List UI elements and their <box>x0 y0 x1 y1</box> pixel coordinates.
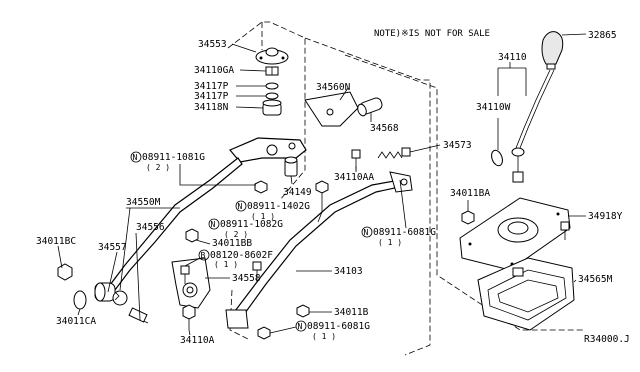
bolt-part-558 <box>252 261 262 282</box>
bushing-part <box>262 99 282 116</box>
label-08911-1081G: 08911-1081G <box>142 152 205 163</box>
n-symbol-1402g: N <box>238 202 243 211</box>
washer-part-ca <box>73 290 87 310</box>
label-34565M: 34565M <box>578 274 613 285</box>
nut-part-ba <box>461 210 475 225</box>
bush-part <box>357 97 383 117</box>
label-34117P-b: 34117P <box>194 91 229 102</box>
collar-part <box>284 156 298 177</box>
label-34011CA: 34011CA <box>56 316 96 327</box>
ring-part-a <box>265 82 279 90</box>
n-circle-6081g-b <box>295 320 307 332</box>
n-circle-1081g <box>130 151 142 163</box>
label-34011BC: 34011BC <box>36 236 76 247</box>
spring-part <box>377 147 411 159</box>
boot-plate-part <box>459 197 571 271</box>
note-text: NOTE)※IS NOT FOR SALE <box>374 29 490 39</box>
b-symbol-8602f: B <box>201 251 206 260</box>
label-08911-1082G: 08911-1082G <box>220 219 283 230</box>
label-34573: 34573 <box>443 140 472 151</box>
nut-part-1082g <box>315 180 329 194</box>
n-circle-6081g-a <box>361 226 373 238</box>
bolt-part-918y <box>560 221 570 240</box>
shift-knob-part <box>541 31 564 70</box>
parts <box>57 31 575 340</box>
bolt-part-110a <box>182 304 196 330</box>
nut-part <box>265 66 279 76</box>
label-34110GA: 34110GA <box>194 65 234 76</box>
label-34117P-a: 34117P <box>194 81 229 92</box>
lower-boot-part <box>477 257 575 331</box>
label-08911-6081G-a-qty: ( 1 ) <box>378 238 402 247</box>
label-32865: 32865 <box>588 30 617 41</box>
label-08911-1081G-qty: ( 2 ) <box>146 163 170 172</box>
n-symbol-6081g-a: N <box>364 228 369 237</box>
nut-part-011b <box>296 304 310 318</box>
bolt-part-bb <box>185 228 199 243</box>
label-34110W: 34110W <box>476 102 511 113</box>
part-labels: NOTE)※IS NOT FOR SALE 34553 34110GA 3411… <box>36 29 630 346</box>
boot-cap-part <box>255 47 289 65</box>
n-symbol-6081g-b: N <box>298 322 303 331</box>
dashed-outlines <box>227 21 585 356</box>
n-symbol-1082g: N <box>211 220 216 229</box>
label-34557: 34557 <box>98 242 127 253</box>
control-rod-part <box>225 171 413 329</box>
label-34568: 34568 <box>370 123 399 134</box>
nut-part-bc <box>57 263 73 281</box>
label-08120-8602F-qty: ( 1 ) <box>214 260 238 269</box>
label-34103: 34103 <box>334 266 363 277</box>
control-lever-part <box>109 137 307 291</box>
label-34558: 34558 <box>232 273 261 284</box>
label-34011B: 34011B <box>334 307 369 318</box>
n-circle-1402g <box>235 200 247 212</box>
label-34560N: 34560N <box>316 82 351 93</box>
label-34553: 34553 <box>198 39 227 50</box>
label-08911-1402G-qty: ( 1 ) <box>251 212 275 221</box>
label-34011BA: 34011BA <box>450 188 490 199</box>
label-34110AA: 34110AA <box>334 172 374 183</box>
b-circle-8602f <box>198 249 210 261</box>
label-34110A: 34110A <box>180 335 215 346</box>
label-08911-1402G: 08911-1402G <box>247 201 310 212</box>
label-34110: 34110 <box>498 52 527 63</box>
nut-part-6081g <box>257 326 271 340</box>
nut-part-1081g <box>254 180 268 194</box>
n-symbol-1081g: N <box>133 153 138 162</box>
label-34011BB: 34011BB <box>212 238 252 249</box>
lower-lever-part <box>171 257 211 309</box>
label-34550M: 34550M <box>126 197 161 208</box>
n-circle-1082g <box>208 218 220 230</box>
label-08911-6081G-b-qty: ( 1 ) <box>312 332 336 341</box>
label-34118N: 34118N <box>194 102 229 113</box>
label-34918Y: 34918Y <box>588 211 623 222</box>
label-34149: 34149 <box>283 187 312 198</box>
label-08911-6081G-b: 08911-6081G <box>307 321 370 332</box>
label-34556: 34556 <box>136 222 165 233</box>
label-08911-1082G-qty: ( 2 ) <box>224 230 248 239</box>
reference-code: R34000.J <box>584 334 630 345</box>
ring-part-b <box>265 92 279 100</box>
leader-lines <box>57 33 587 336</box>
label-08911-6081G-a: 08911-6081G <box>373 227 436 238</box>
label-08120-8602F: 08120-8602F <box>210 250 273 261</box>
bracket-part <box>304 91 359 127</box>
shift-lever-part <box>491 69 555 183</box>
